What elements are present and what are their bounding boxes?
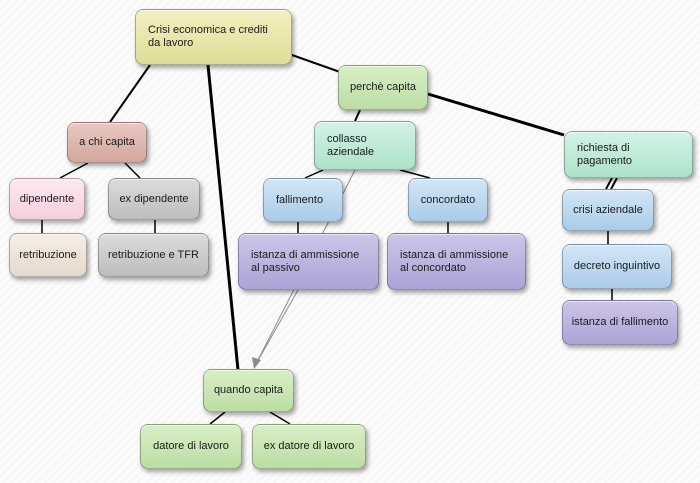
link-collasso-concordato xyxy=(399,169,431,179)
link-root-perche-capita xyxy=(291,54,341,73)
node-datore-lavoro[interactable]: datore di lavoro xyxy=(140,424,242,469)
node-ex-datore-lavoro[interactable]: ex datore di lavoro xyxy=(252,424,366,469)
node-istanza-passivo[interactable]: istanza di ammissione al passivo xyxy=(238,233,379,290)
node-dipendente[interactable]: dipendente xyxy=(9,178,85,220)
link-a-chi-capita-dipendente xyxy=(59,162,89,179)
link-a-chi-capita-ex-dipendente xyxy=(124,162,141,179)
node-collasso-aziendale[interactable]: collasso aziendale xyxy=(314,121,416,170)
link-perche-richiesta xyxy=(427,92,565,137)
node-retribuzione-tfr[interactable]: retribuzione e TFR xyxy=(98,233,209,277)
node-richiesta-pagamento[interactable]: richiesta di pagamento xyxy=(564,131,693,178)
link-collasso-fallimento xyxy=(304,169,324,179)
node-quando-capita[interactable]: quando capita xyxy=(203,369,294,412)
node-crisi-aziendale[interactable]: crisi aziendale xyxy=(562,189,654,231)
link-root-quando-capita xyxy=(206,64,240,371)
link-richiesta-crisi-b xyxy=(610,177,618,190)
node-concordato[interactable]: concordato xyxy=(408,178,488,222)
link-root-a-chi-capita xyxy=(109,64,151,123)
node-istanza-concordato[interactable]: istanza di ammissione al concordato xyxy=(387,233,526,290)
node-retribuzione[interactable]: retribuzione xyxy=(9,233,87,277)
node-perche-capita[interactable]: perchè capita xyxy=(338,65,428,110)
link-quando-ex-datore xyxy=(269,411,291,425)
node-decreto-ingiuntivo[interactable]: decreto inguintivo xyxy=(562,244,672,289)
node-istanza-fallimento[interactable]: istanza di fallimento xyxy=(562,300,678,345)
node-a-chi-capita[interactable]: a chi capita xyxy=(67,122,147,163)
link-perche-collasso xyxy=(354,109,361,122)
node-ex-dipendente[interactable]: ex dipendente xyxy=(108,178,200,220)
link-richiesta-crisi-a xyxy=(605,177,613,190)
node-root[interactable]: Crisi economica e crediti da lavoro xyxy=(135,9,292,65)
node-fallimento[interactable]: fallimento xyxy=(263,178,343,222)
arrow-istanza-passivo-quando xyxy=(255,289,299,365)
arrow-head-quando xyxy=(252,357,261,369)
link-quando-datore xyxy=(209,411,226,425)
